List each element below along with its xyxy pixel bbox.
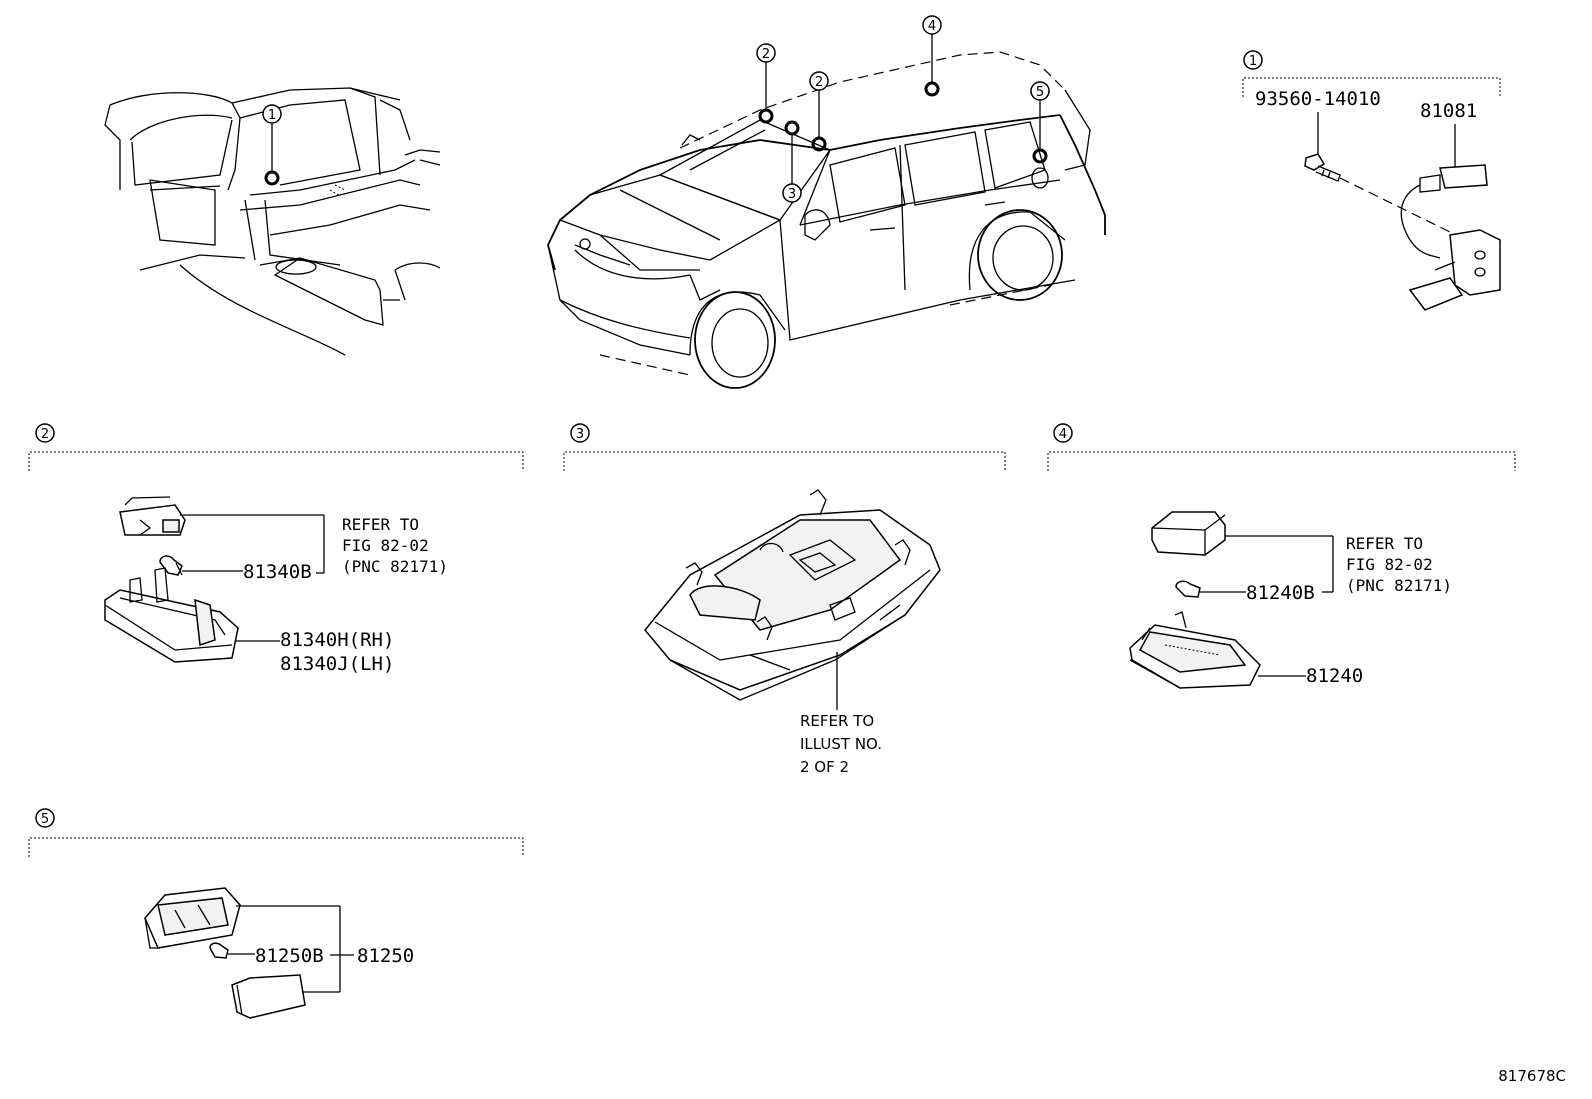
part-81081: 81081	[1420, 100, 1477, 122]
callout-5-vehicle: 5	[1036, 85, 1044, 100]
luggage-lamp-icon	[144, 887, 241, 949]
part-81250B: 81250B	[255, 945, 324, 967]
group-2-refer-2: FIG 82-02	[342, 536, 429, 555]
group-3-label: 3	[576, 427, 584, 442]
socket-icon	[119, 496, 186, 536]
group-1: 1 93560-14010 81081	[1242, 50, 1501, 311]
callout-2-front: 2	[762, 47, 770, 62]
illustration-id: 817678C	[1498, 1067, 1566, 1085]
group-3-refer-2: ILLUST NO.	[800, 735, 882, 753]
dashboard-view: 1	[104, 87, 441, 356]
part-81340J-LH: 81340J(LH)	[280, 653, 394, 675]
lens-cover-icon	[231, 974, 306, 1019]
callout-2-rear: 2	[815, 75, 823, 90]
vehicle-view: 2 2 3 4 5	[547, 15, 1106, 389]
group-2-refer-1: REFER TO	[342, 515, 419, 534]
part-81240: 81240	[1306, 665, 1363, 687]
group-3-refer-3: 2 OF 2	[800, 758, 849, 776]
callout-3-vehicle: 3	[788, 187, 796, 202]
callout-4-vehicle: 4	[928, 19, 936, 34]
group-4-refer-2: FIG 82-02	[1346, 555, 1433, 574]
part-81250: 81250	[357, 945, 414, 967]
lamp-housing-icon	[104, 567, 239, 663]
group-4-label: 4	[1059, 427, 1067, 442]
control-module-icon	[1151, 511, 1226, 556]
group-4-refer-1: REFER TO	[1346, 534, 1423, 553]
group-1-label: 1	[1249, 54, 1257, 69]
group-4: 4 81240B REFER TO FIG 82-02 (PNC 82171)	[1047, 423, 1516, 689]
part-81340H-RH: 81340H(RH)	[280, 629, 394, 651]
group-3: 3 REFER TO ILLUST NO. 2 OF 2	[563, 423, 1006, 776]
group-5: 5 81250B 81250	[28, 808, 524, 1019]
part-81240B: 81240B	[1246, 582, 1315, 604]
bulb-icon	[209, 942, 229, 959]
part-81340B: 81340B	[243, 561, 312, 583]
overhead-console-icon	[644, 489, 941, 701]
bulb-icon	[1175, 580, 1201, 598]
callout-1-dashboard: 1	[268, 108, 276, 123]
group-2-refer-3: (PNC 82171)	[342, 557, 448, 576]
dome-lamp-icon	[1129, 611, 1261, 689]
group-4-refer-3: (PNC 82171)	[1346, 576, 1452, 595]
group-3-refer-1: REFER TO	[800, 712, 874, 730]
group-2-label: 2	[41, 427, 49, 442]
group-5-label: 5	[41, 812, 49, 827]
bulb-icon	[159, 555, 183, 576]
part-93560-14010: 93560-14010	[1255, 88, 1381, 110]
sensor-icon	[1400, 164, 1501, 311]
bolt-icon	[1304, 153, 1341, 182]
group-2: 2 81340B REFER TO FIG 82-02 (PNC 82171)	[28, 423, 524, 675]
